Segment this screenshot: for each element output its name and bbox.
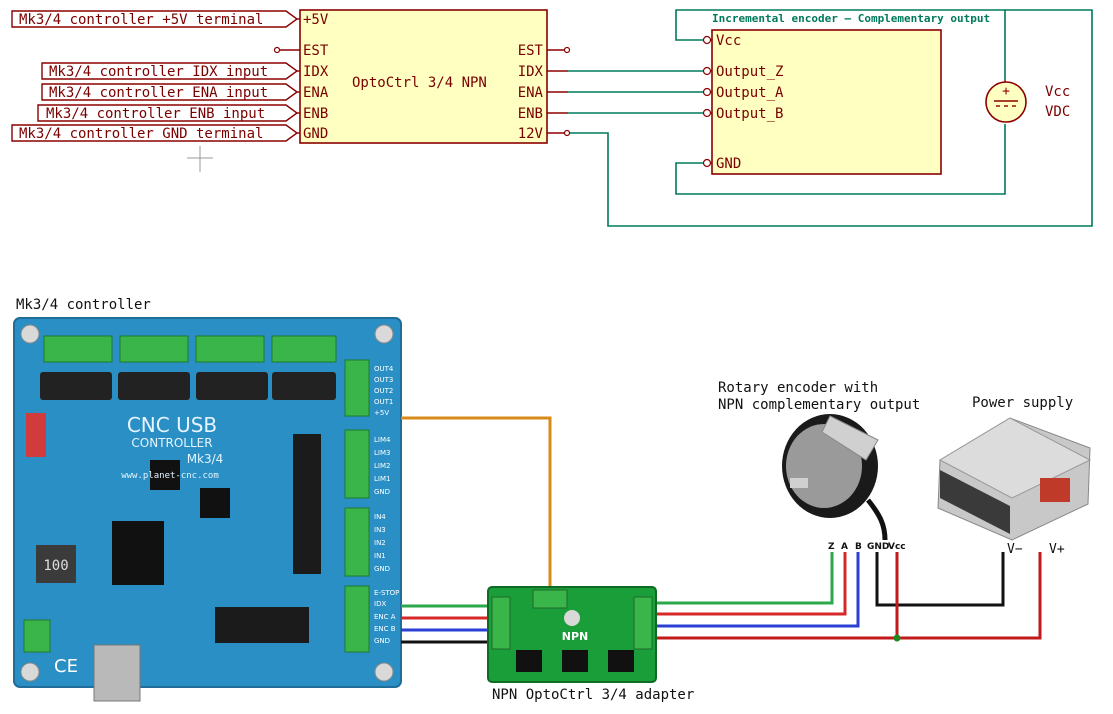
photo-section: Mk3/4 controller [13, 297, 1092, 703]
wires [401, 416, 1042, 644]
global-label-ena: Mk3/4 controller ENA input [41, 83, 299, 101]
controller-url: www.planet-cnc.com [121, 471, 219, 481]
global-label-gnd-text: Mk3/4 controller GND terminal [19, 126, 263, 142]
inductor-label: 100 [43, 558, 68, 574]
adapter-npn-text: NPN [562, 630, 588, 643]
power-supply-image: Power supply V− V+ [937, 395, 1092, 557]
encoder-pin-a: Output_A [716, 85, 784, 101]
optoctrl-pin-idx-left: IDX [303, 64, 329, 80]
out-pin-4: OUT4 [374, 365, 394, 373]
encoder-photo-pin-b: B [855, 542, 862, 552]
optoctrl-symbol [299, 9, 548, 144]
encoder-pin-gnd: GND [716, 156, 741, 172]
rotary-encoder-image: Rotary encoder with NPN complementary ou… [718, 380, 920, 552]
optoctrl-pin-ena-right: ENA [518, 85, 544, 101]
ctrl-pin-idx: IDX [374, 600, 386, 608]
optoctrl-pin-5v: +5V [303, 12, 329, 28]
encoder-symbol [711, 29, 942, 175]
global-label-idx-text: Mk3/4 controller IDX input [49, 64, 268, 80]
controller-title-2: CONTROLLER [131, 436, 212, 450]
optoctrl-name: OptoCtrl 3/4 NPN [352, 75, 487, 91]
controller-title-1: CNC USB [127, 413, 217, 437]
out-pin-3: OUT3 [374, 376, 393, 384]
in-pin-4: IN4 [374, 513, 386, 521]
out-pin-5v: +5V [374, 409, 389, 417]
schematic: Mk3/4 controller +5V terminal Mk3/4 cont… [11, 9, 1093, 227]
psu-caption: Power supply [972, 395, 1073, 411]
global-label-enb-text: Mk3/4 controller ENB input [46, 106, 265, 122]
optoctrl-pin-12v: 12V [518, 126, 544, 142]
ctrl-pin-estop: E-STOP [374, 589, 399, 597]
adapter-caption: NPN OptoCtrl 3/4 adapter [492, 687, 694, 703]
in-pin-3: IN3 [374, 526, 386, 534]
global-label-5v: Mk3/4 controller +5V terminal [11, 10, 299, 28]
psu-pin-vminus: V− [1007, 542, 1023, 557]
optoctrl-pin-est-right: EST [518, 43, 544, 59]
encoder-caption-2: NPN complementary output [718, 397, 920, 413]
in-pin-1: IN1 [374, 552, 386, 560]
lim-pin-3: LIM3 [374, 449, 390, 457]
ctrl-pin-enca: ENC A [374, 613, 396, 621]
optoctrl-pin-gnd-left: GND [303, 126, 328, 142]
wire-a-red [655, 552, 847, 616]
global-label-idx: Mk3/4 controller IDX input [41, 62, 299, 80]
encoder-photo-pin-vcc: Vcc [888, 542, 906, 552]
encoder-pin-vcc: Vcc [716, 33, 741, 49]
controller-board: 100 CE CNC USB CONTROLLER Mk3/4 www.plan… [13, 317, 402, 702]
lim-pin-2: LIM2 [374, 462, 390, 470]
wire-12v-red [655, 552, 1042, 640]
encoder-title: Incremental encoder – Complementary outp… [712, 12, 990, 25]
global-label-5v-text: Mk3/4 controller +5V terminal [19, 12, 263, 28]
controller-model: Mk3/4 [187, 452, 224, 466]
encoder-pin-z: Output_Z [716, 64, 783, 80]
adapter-board: NPN [487, 586, 657, 683]
dc-source-symbol: + [985, 80, 1027, 123]
wire-junction [893, 634, 901, 642]
encoder-pin-b: Output_B [716, 106, 783, 122]
wire-gnd-black [875, 552, 1005, 607]
encoder-caption-1: Rotary encoder with [718, 380, 878, 396]
in-pin-gnd: GND [374, 565, 390, 573]
wire-z-green [655, 552, 834, 605]
wire-5v-orange [401, 416, 552, 588]
svg-text:+: + [1002, 84, 1010, 99]
global-label-enb: Mk3/4 controller ENB input [37, 104, 299, 122]
global-label-ena-text: Mk3/4 controller ENA input [49, 85, 268, 101]
source-label-vcc: Vcc [1045, 84, 1070, 100]
wire-b-blue [655, 552, 860, 628]
ctrl-pin-encb: ENC B [374, 625, 396, 633]
controller-caption: Mk3/4 controller [16, 297, 151, 313]
out-pin-1: OUT1 [374, 398, 393, 406]
optoctrl-pin-enb-left: ENB [303, 106, 328, 122]
psu-pin-vplus: V+ [1049, 542, 1065, 557]
source-label-vdc: VDC [1045, 104, 1070, 120]
out-pin-2: OUT2 [374, 387, 393, 395]
encoder-photo-pin-a: A [841, 542, 848, 552]
encoder-photo-pin-gnd: GND [867, 542, 889, 552]
global-label-gnd: Mk3/4 controller GND terminal [11, 124, 299, 142]
lim-pin-1: LIM1 [374, 475, 390, 483]
optoctrl-pin-enb-right: ENB [518, 106, 543, 122]
lim-pin-4: LIM4 [374, 436, 391, 444]
optoctrl-pin-idx-right: IDX [518, 64, 544, 80]
in-pin-2: IN2 [374, 539, 386, 547]
optoctrl-pin-ena-left: ENA [303, 85, 329, 101]
lim-pin-gnd: GND [374, 488, 390, 496]
optoctrl-pin-est-left: EST [303, 43, 329, 59]
encoder-photo-pin-z: Z [828, 542, 835, 552]
ctrl-pin-gnd: GND [374, 637, 390, 645]
svg-text:CE: CE [54, 656, 78, 677]
